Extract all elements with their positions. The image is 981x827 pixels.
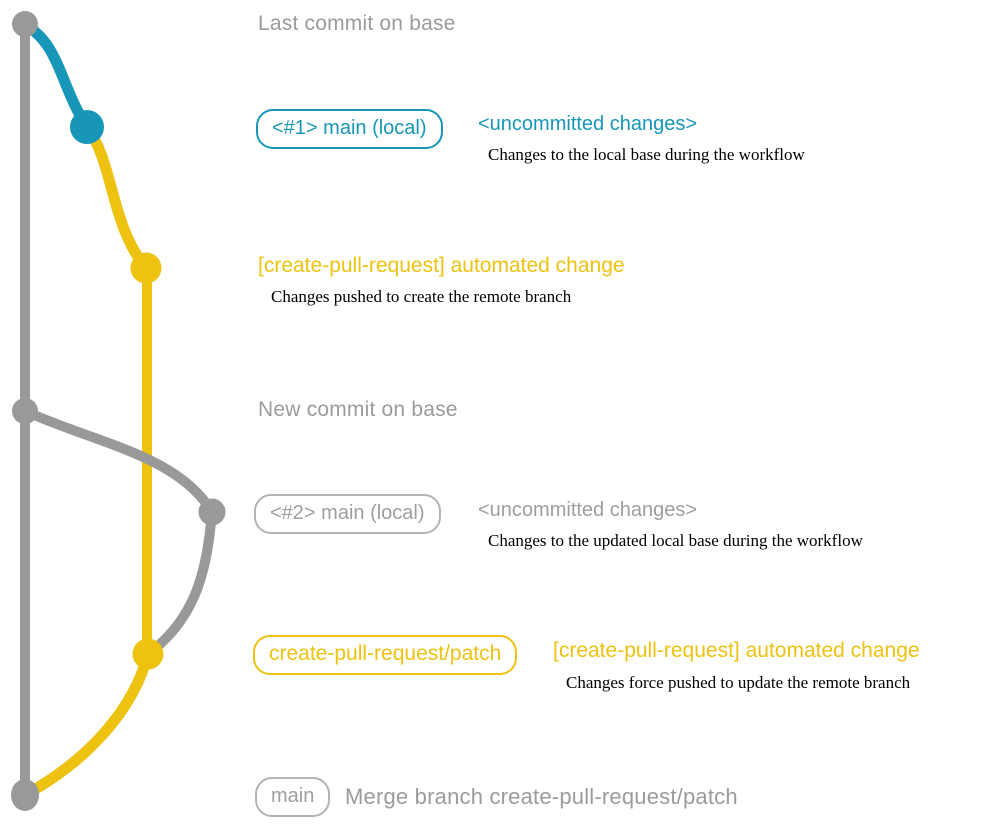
branch-label-main-local-1: <#1> main (local) <box>256 109 443 149</box>
description-local-base-changes: Changes to the local base during the wor… <box>488 145 805 164</box>
local-main-edge <box>19 19 93 133</box>
merge-commit-message: Merge branch create-pull-request/patch <box>345 784 738 809</box>
commit-message-automated-change-2: [create-pull-request] automated change <box>553 639 920 662</box>
branch-label-main-local-2: <#2> main (local) <box>254 494 441 534</box>
commit-node-last-base <box>12 11 38 37</box>
description-updated-local-base-changes: Changes to the updated local base during… <box>488 531 863 550</box>
description-force-pushed-update-branch: Changes force pushed to update the remot… <box>566 673 911 692</box>
description-pushed-create-branch: Changes pushed to create the remote bran… <box>271 287 572 306</box>
commit-graph <box>11 11 226 811</box>
branch-label-main: main <box>255 777 331 817</box>
last-commit-on-base-label: Last commit on base <box>258 12 456 35</box>
commit-node-local-main-2 <box>198 498 226 526</box>
uncommitted-changes-note-2: <uncommitted changes> <box>478 499 698 521</box>
uncommitted-changes-note-1: <uncommitted changes> <box>478 113 698 135</box>
commit-node-new-base <box>12 398 38 424</box>
commit-node-merge <box>11 779 39 811</box>
commit-message-automated-change-1: [create-pull-request] automated change <box>258 254 625 277</box>
rebase-edge-1 <box>20 406 217 517</box>
branch-label-patch: create-pull-request/patch <box>253 635 518 675</box>
commit-node-patch-1 <box>130 252 162 284</box>
patch-branch-edge-1 <box>81 121 152 274</box>
merge-edge <box>19 648 154 801</box>
commit-node-patch-2 <box>132 638 164 670</box>
rebase-edge-2 <box>143 507 217 659</box>
commit-node-local-main-1 <box>70 110 104 144</box>
new-commit-on-base-label: New commit on base <box>258 398 458 421</box>
